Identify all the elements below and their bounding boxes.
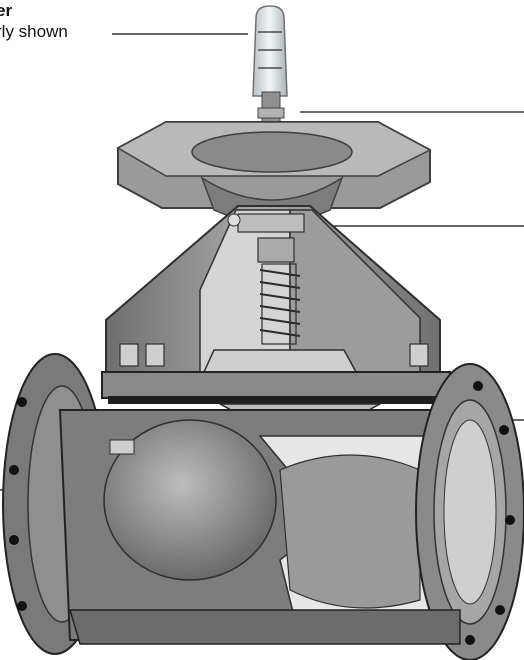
compressor-spring bbox=[202, 237, 358, 373]
indicator-callout-title: er bbox=[0, 1, 13, 20]
body-lining-left bbox=[103, 419, 277, 581]
valve-body bbox=[58, 409, 464, 641]
valve-base bbox=[68, 609, 461, 645]
right-flange bbox=[415, 363, 524, 660]
bonnet-bolts bbox=[119, 343, 429, 367]
indicator-tube bbox=[252, 5, 288, 97]
position-indicator bbox=[252, 5, 288, 123]
indicator-callout-subtitle: rly shown bbox=[0, 22, 68, 41]
indicator-callout: er rly shown bbox=[0, 0, 68, 42]
